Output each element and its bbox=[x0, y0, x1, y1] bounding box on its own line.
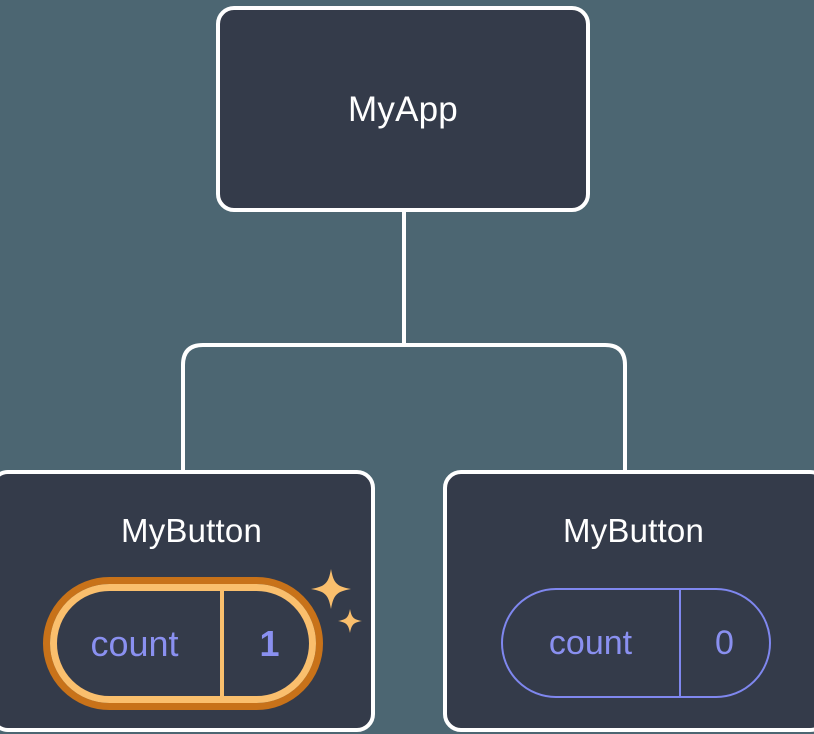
state-value: 1 bbox=[259, 622, 280, 664]
state-key: count bbox=[90, 622, 179, 664]
state-pill-wrap: count 0 bbox=[500, 588, 771, 698]
sparkle-large-icon bbox=[310, 569, 351, 609]
node-title: MyButton bbox=[563, 512, 704, 549]
state-value: 0 bbox=[715, 624, 734, 662]
node-mybutton-left[interactable]: MyButton count 1 bbox=[0, 470, 375, 732]
node-title: MyButton bbox=[121, 512, 262, 549]
state-pill-highlighted[interactable]: count 1 bbox=[42, 577, 323, 710]
sparkle-small-icon bbox=[337, 609, 362, 633]
state-pill[interactable]: count 0 bbox=[500, 588, 771, 698]
state-key: count bbox=[548, 624, 633, 662]
state-divider bbox=[678, 590, 681, 696]
state-divider bbox=[219, 584, 224, 703]
connector-children-bus bbox=[181, 343, 627, 470]
node-title: MyApp bbox=[348, 89, 458, 129]
node-mybutton-right[interactable]: MyButton count 0 bbox=[443, 470, 814, 732]
state-pill-wrap: count 1 bbox=[42, 569, 362, 710]
node-myapp[interactable]: MyApp bbox=[216, 6, 590, 212]
